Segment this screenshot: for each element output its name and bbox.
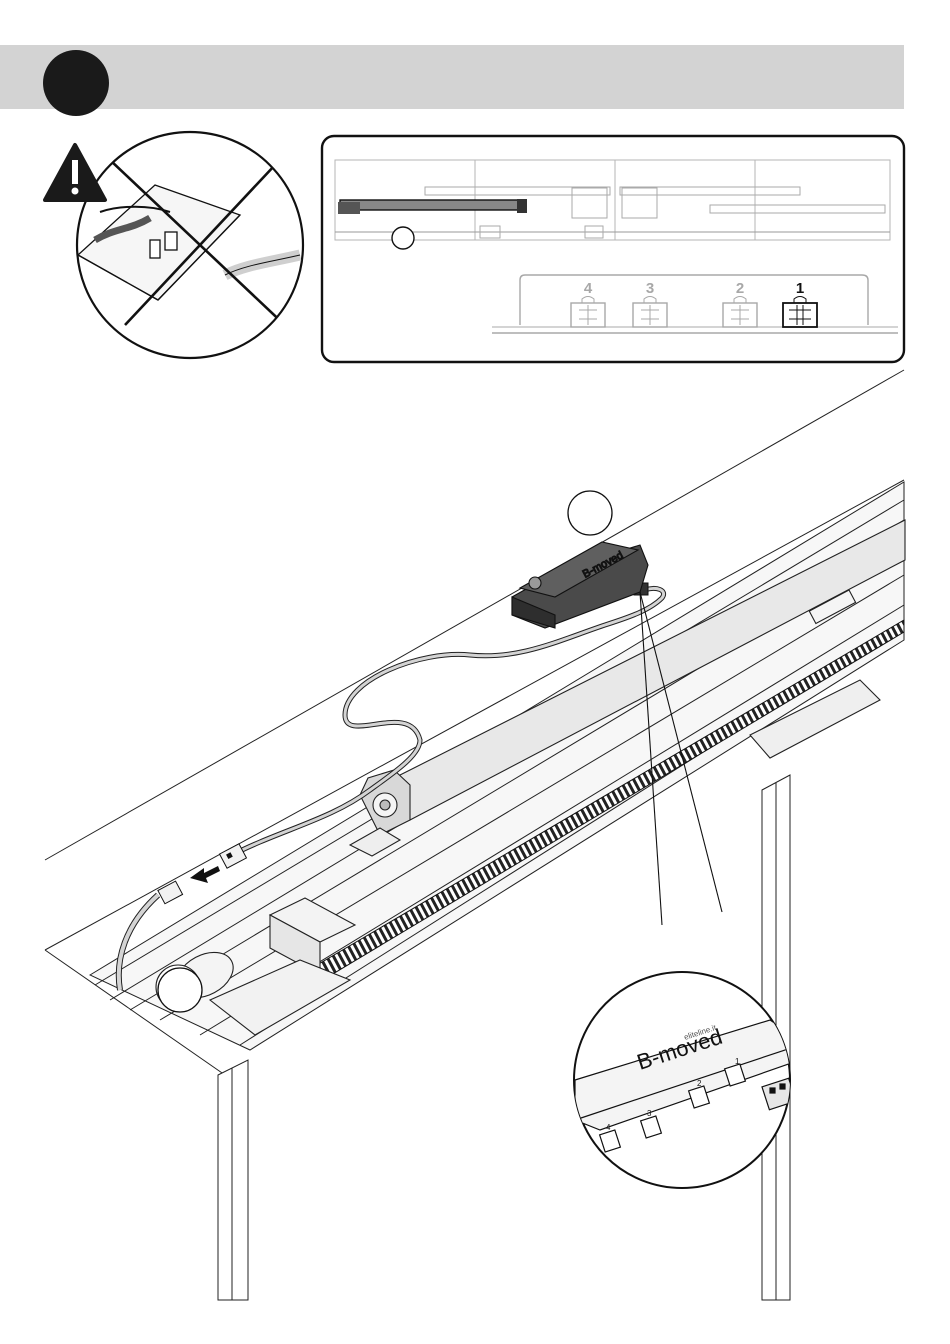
port-2-label: 2 (736, 280, 744, 297)
top-view-inset: 4 3 2 1 (322, 136, 904, 362)
svg-text:4: 4 (606, 1123, 611, 1132)
insert-arrow (814, 1116, 858, 1142)
callout-a (568, 491, 612, 535)
svg-text:1: 1 (735, 1057, 740, 1066)
svg-text:3: 3 (647, 1109, 652, 1118)
callout-b (158, 968, 202, 1012)
port-4-label: 4 (584, 280, 593, 297)
warning-inset (45, 132, 303, 358)
svg-text:2: 2 (697, 1079, 702, 1088)
port-1-label: 1 (796, 280, 804, 297)
connector-zoom-inset: B-moved eliteline.it 4 3 2 1 (574, 972, 858, 1225)
port-3-label: 3 (646, 280, 654, 297)
